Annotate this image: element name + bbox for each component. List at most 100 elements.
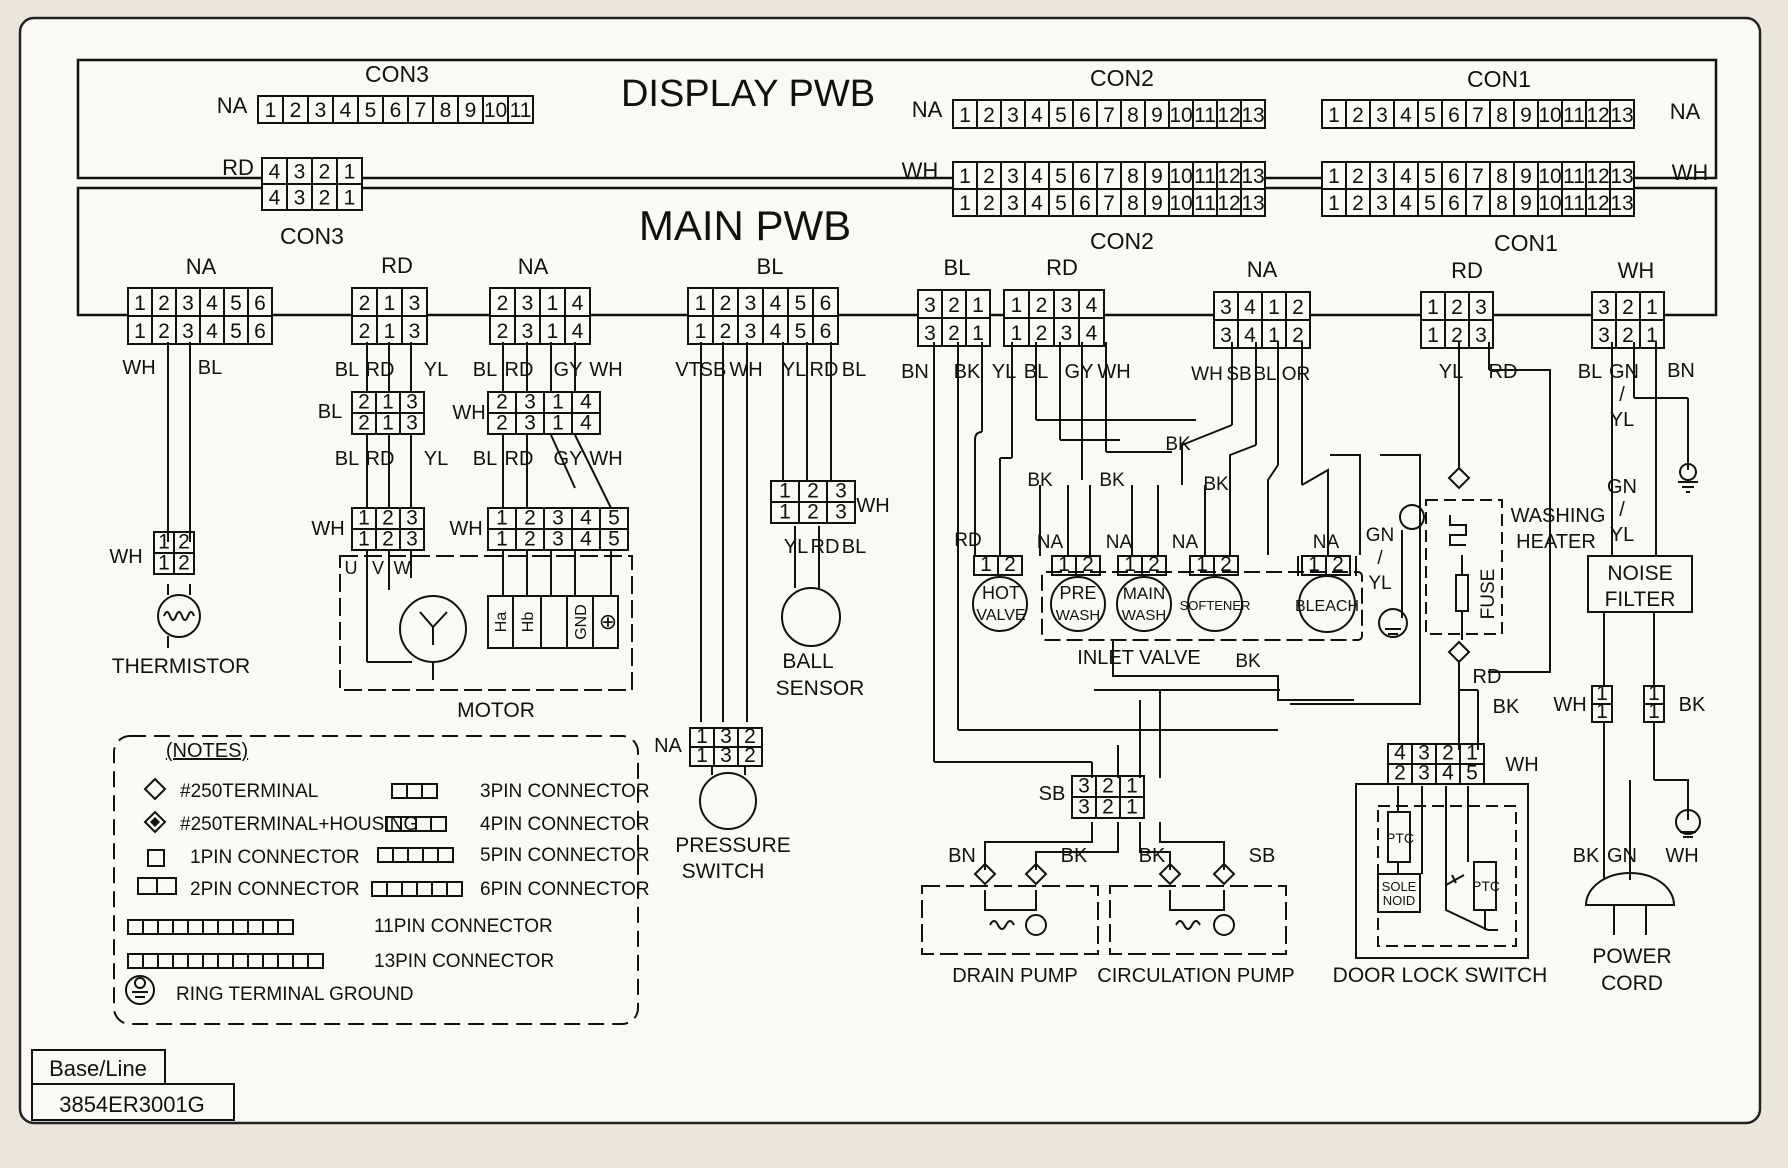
note-6pin: 6PIN CONNECTOR: [480, 879, 650, 900]
connector-pin-label: 1: [1646, 324, 1658, 347]
connector-cell: [1393, 99, 1419, 129]
connector-pin-label: 2: [1622, 296, 1634, 319]
noise-slash: /: [1619, 499, 1625, 521]
heater-yl: YL: [1368, 573, 1391, 594]
connector-cell: [1240, 99, 1266, 129]
connector-pin-label: 11: [1194, 192, 1216, 215]
connector-cell: [812, 315, 839, 345]
pressure-wire-bl: BL: [842, 359, 866, 381]
note-2pin: 2PIN CONNECTOR: [190, 879, 360, 900]
connector-cell: [257, 95, 284, 124]
connector-cell: [1119, 796, 1145, 819]
connector-pin-label: 4: [580, 390, 592, 413]
connector-pin-label: 2: [178, 530, 190, 553]
connector-pin-label: 6: [820, 292, 832, 315]
connector-pin-label: 1: [1648, 682, 1660, 705]
connector-pin-label: 7: [1472, 192, 1484, 215]
connector-cell: [1120, 99, 1146, 129]
pressure-switch-symbol: [699, 772, 757, 830]
motor-b-wire-wh: WH: [589, 359, 622, 381]
connector-pin-label: 3: [745, 320, 757, 343]
pump-conn-color-label: SB: [1039, 783, 1066, 805]
connector-pin-label: 3: [182, 320, 194, 343]
connector-cell: [1078, 317, 1105, 347]
connector-pin-label: 2: [1352, 165, 1364, 188]
pre-wash-label-1: PRE: [1059, 583, 1096, 603]
connector-pin-label: 1: [1596, 682, 1608, 705]
hot-valve-symbol: [972, 576, 1028, 632]
connector-pin-label: 3: [1376, 104, 1388, 127]
connector-cell: [151, 287, 177, 317]
main-wash-label-2: WASH: [1122, 607, 1166, 624]
drain-pump-outline: [921, 885, 1099, 955]
connector-cell: [282, 95, 309, 124]
note-250terminal: #250TERMINAL: [180, 781, 318, 802]
connector-cell: [351, 287, 378, 317]
connector-pin-label: 12: [1217, 165, 1240, 188]
connector-pin-label: 6: [254, 292, 266, 315]
valve-wire-bk: BK: [954, 361, 981, 383]
connector-cell: [401, 287, 428, 317]
connector-pin-label: 3: [406, 390, 418, 413]
connector-pin-label: 1: [1058, 553, 1070, 576]
connector-pin-label: 2: [1148, 553, 1160, 576]
connector-pin-label: 5: [1424, 192, 1436, 215]
pressure-sub-color: NA: [654, 735, 682, 757]
bleach-label: BLEACH: [1295, 598, 1359, 615]
connector-pin-label: 1: [696, 725, 708, 748]
connector-cell: [1075, 555, 1101, 576]
main-wash-symbol: [1116, 576, 1172, 632]
connector-cell: [1345, 99, 1371, 129]
connector-pin-label: 10: [484, 99, 507, 122]
connector-pin-label: 3: [406, 527, 418, 550]
motor-b-wire-rd: RD: [505, 359, 534, 381]
connector-pin-label: 3: [1475, 324, 1487, 347]
connector-pin-label: 2: [158, 320, 170, 343]
connector-pin-label: 3: [294, 160, 306, 183]
connector-pin-label: 5: [1466, 762, 1478, 785]
connector-cell: [247, 315, 273, 345]
connector-pin-label: 4: [580, 506, 592, 529]
heater-gn: GN: [1366, 525, 1395, 546]
connector-pin-label: 6: [1448, 165, 1460, 188]
connector-pin-label: 3: [1007, 104, 1019, 127]
connector-pin-label: 7: [1103, 104, 1115, 127]
connector-cell: [1420, 319, 1446, 349]
connector-pin-label: 4: [770, 320, 782, 343]
connector-cell: [401, 315, 428, 345]
note-terminal-housing-inner: [150, 817, 160, 827]
connector-pin-label: 4: [1400, 165, 1412, 188]
fuse-label: FUSE: [1478, 569, 1499, 620]
connector-pin-label: 1: [1268, 324, 1280, 347]
thermistor-wire-bl: BL: [198, 357, 222, 379]
valve-b-wire-sb: SB: [1226, 364, 1251, 385]
noise-filter-label-2: FILTER: [1605, 588, 1676, 611]
connector-cell: [1321, 99, 1347, 129]
connector-cell: [1053, 317, 1080, 347]
note-connector-icons: [127, 783, 463, 969]
connector-pin-label: 1: [358, 527, 370, 550]
connector-cell: [1489, 188, 1515, 217]
connector-pin-label: 2: [1622, 324, 1634, 347]
thermistor-wire-wh: WH: [122, 357, 155, 379]
connector-pin-label: 5: [795, 320, 807, 343]
connector-pin-label: 2: [319, 186, 331, 209]
connector-pin-label: 2: [983, 104, 995, 127]
part-number: 3854ER3001G: [59, 1092, 205, 1117]
power-wire-bk-2: BK: [1573, 845, 1600, 867]
pump-wire-bn: BN: [948, 845, 976, 867]
connector-pin-label: 2: [1036, 294, 1048, 317]
connector-pin-label: 13: [1610, 192, 1633, 215]
pump-wire-sb: SB: [1249, 845, 1276, 867]
connector-pin-label: 1: [382, 411, 394, 434]
connector-pin-label: 12: [1217, 192, 1240, 215]
note-connector-cell: [437, 847, 454, 863]
connector-pin-label: 2: [1102, 795, 1114, 818]
power-cord-label-1: POWER: [1592, 945, 1671, 968]
connector-pin-label: 5: [608, 506, 620, 529]
